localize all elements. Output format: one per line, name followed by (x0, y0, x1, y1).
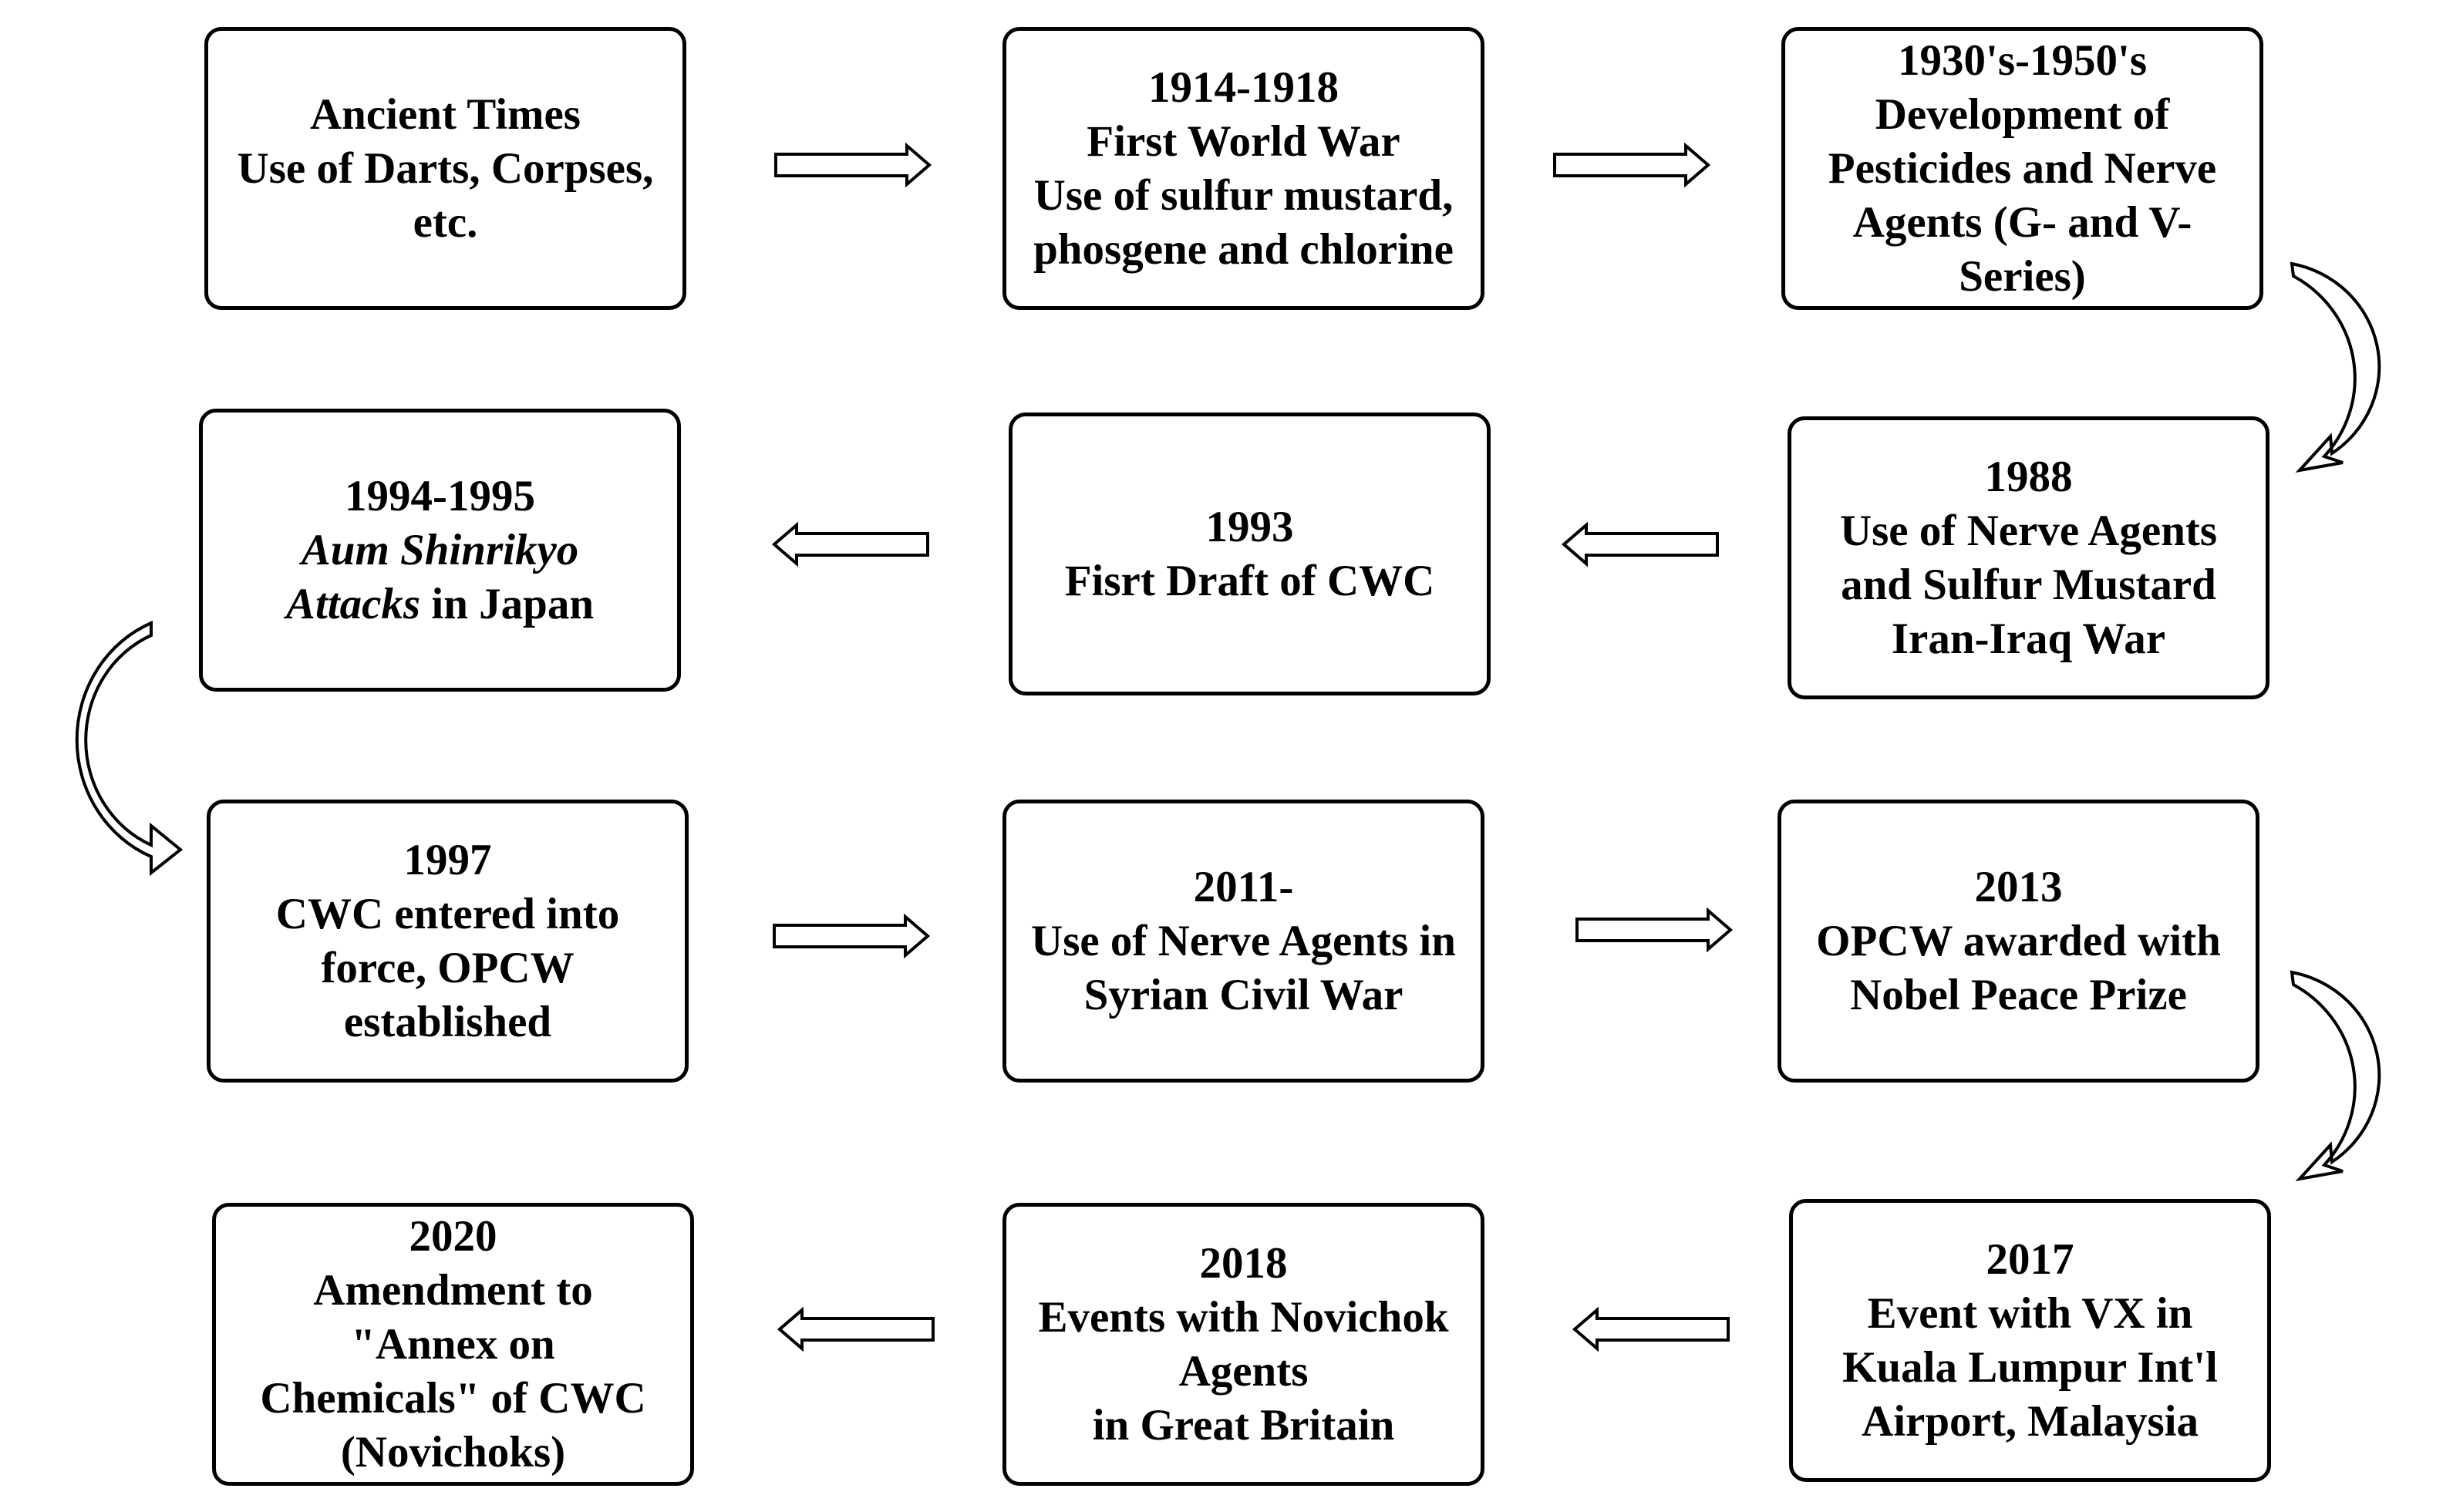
event-text: OPCW awarded with (1816, 916, 2221, 965)
event-text-rest: in Japan (420, 579, 595, 628)
event-box-2013: 2013 OPCW awarded with Nobel Peace Prize (1777, 800, 2259, 1083)
event-text: First World War (1087, 116, 1400, 166)
event-text: Pesticides and Nerve (1828, 143, 2217, 193)
event-text: etc. (413, 197, 478, 247)
event-text: in Great Britain (1092, 1400, 1395, 1450)
event-box-1994-1995: 1994-1995 Aum Shinrikyo Attacks in Japan (199, 409, 681, 692)
curved-arrow-icon (2290, 970, 2381, 1182)
event-title: Ancient Times (310, 89, 581, 139)
event-text: Agents (1178, 1346, 1309, 1396)
event-text: Development of (1875, 89, 2170, 139)
event-text: Chemicals" of CWC (260, 1373, 646, 1423)
event-year: 2020 (409, 1211, 497, 1261)
event-year: 2017 (1986, 1234, 2074, 1284)
event-text: Nobel Peace Prize (1850, 970, 2187, 1019)
event-text-italic: Attacks (285, 579, 421, 628)
event-text: and Sulfur Mustard (1841, 560, 2216, 609)
event-text: Airport, Malaysia (1862, 1396, 2199, 1446)
event-text: Amendment to (313, 1265, 593, 1315)
event-text: Agents (G- and V- (1852, 197, 2192, 247)
event-text: "Annex on (351, 1319, 555, 1369)
event-box-1914-1918: 1914-1918 First World War Use of sulfur … (1002, 27, 1484, 310)
event-text: Use of Darts, Corpses, (237, 143, 654, 193)
arrow-left-icon (777, 1306, 935, 1352)
event-text: CWC entered into (275, 889, 620, 938)
event-year: 1997 (403, 835, 492, 884)
event-box-2017: 2017 Event with VX in Kuala Lumpur Int'l… (1789, 1199, 2271, 1482)
curved-arrow-icon (75, 620, 184, 877)
event-text: Use of Nerve Agents (1839, 506, 2218, 555)
event-text: Iran-Iraq War (1891, 614, 2166, 663)
event-box-2011: 2011- Use of Nerve Agents in Syrian Civi… (1002, 800, 1484, 1083)
event-year: 2018 (1199, 1238, 1288, 1288)
event-text: Syrian Civil War (1083, 970, 1403, 1019)
event-text: Event with VX in (1867, 1288, 2193, 1338)
curved-arrow-icon (2290, 261, 2381, 473)
event-box-1993: 1993 Fisrt Draft of CWC (1009, 413, 1491, 695)
arrow-right-icon (1553, 142, 1711, 188)
event-text: Aum Shinrikyo (301, 525, 579, 574)
arrow-right-icon (774, 142, 932, 188)
event-text: established (343, 997, 552, 1046)
event-box-1997: 1997 CWC entered into force, OPCW establ… (207, 800, 689, 1083)
arrow-right-icon (1575, 907, 1734, 953)
event-box-2018: 2018 Events with Novichok Agents in Grea… (1002, 1203, 1484, 1486)
arrow-right-icon (773, 913, 931, 959)
event-box-1930s-1950s: 1930's-1950's Development of Pesticides … (1781, 27, 2263, 310)
event-year: 1914-1918 (1148, 62, 1339, 112)
arrow-left-icon (1572, 1306, 1730, 1352)
event-text: Series) (1959, 251, 2086, 301)
arrow-left-icon (1561, 521, 1719, 567)
event-text: Use of Nerve Agents in (1031, 916, 1456, 965)
event-text: Kuala Lumpur Int'l (1842, 1342, 2218, 1392)
event-year: 2013 (1974, 862, 2063, 911)
event-text: (Novichoks) (340, 1427, 566, 1477)
event-box-2020: 2020 Amendment to "Annex on Chemicals" o… (212, 1203, 694, 1486)
event-text: Events with Novichok (1038, 1292, 1449, 1342)
event-year: 1994-1995 (345, 471, 535, 520)
arrow-left-icon (771, 521, 929, 567)
event-year: 1993 (1205, 502, 1294, 551)
event-year: 1930's-1950's (1897, 35, 2148, 85)
event-text: Attacks in Japan (286, 578, 594, 631)
event-text: phosgene and chlorine (1033, 224, 1454, 274)
event-box-ancient-times: Ancient Times Use of Darts, Corpses, etc… (204, 27, 686, 310)
event-text: force, OPCW (321, 943, 575, 992)
event-box-1988: 1988 Use of Nerve Agents and Sulfur Must… (1788, 416, 2269, 699)
event-text: Fisrt Draft of CWC (1064, 556, 1435, 605)
event-year: 2011- (1193, 862, 1294, 911)
event-year: 1988 (1984, 452, 2073, 501)
event-text: Use of sulfur mustard, (1033, 170, 1454, 220)
